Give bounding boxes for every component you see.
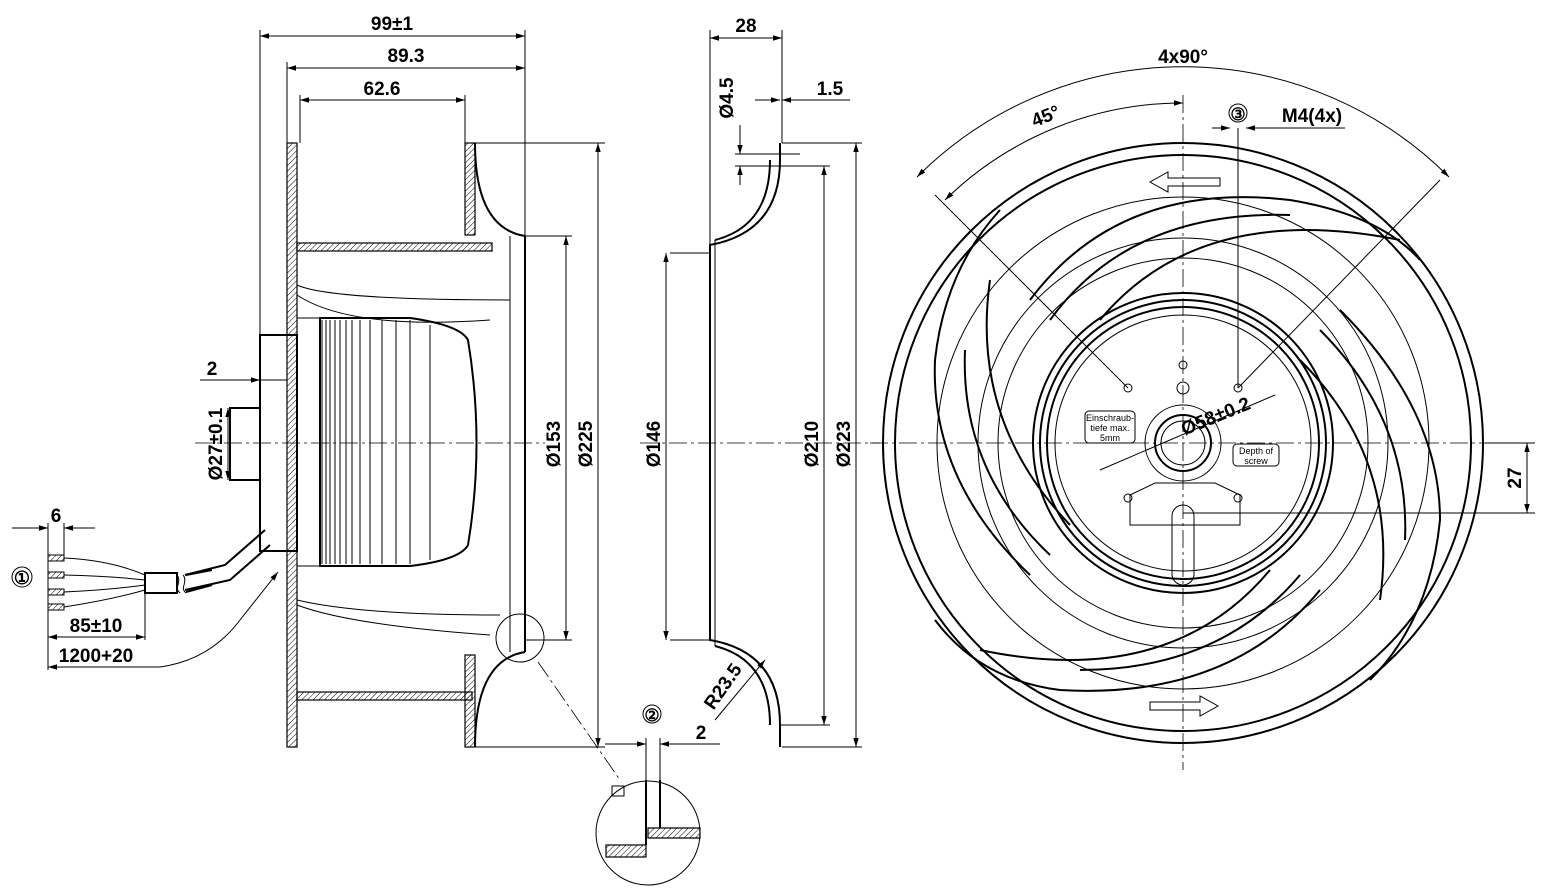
note-en-line2: screw [1244, 456, 1268, 466]
detail-marker: ② [644, 706, 659, 725]
strip-length-label: 6 [51, 506, 62, 527]
hole-diameter-label: Ø4.5 [717, 77, 738, 119]
front-marker: ③ [1230, 105, 1245, 124]
note-de-line1: Einschraub- [1086, 413, 1134, 423]
cable: ① 6 85±10 1200+20 [11, 506, 279, 670]
side-dimensions: 99±1 89.3 62.6 2 Ø27±0.1 Ø153 Ø225 [200, 14, 605, 748]
overall-depth-label: 99±1 [371, 14, 414, 35]
cable-marker: ① [14, 568, 30, 588]
angle-pitch-label: 4x90° [1158, 47, 1208, 68]
sleeve-length-label: 85±10 [70, 616, 123, 637]
impeller-outer-diameter-label: Ø225 [576, 420, 597, 467]
ring-depth-label: 28 [735, 16, 756, 37]
hub-diameter-label: Ø27±0.1 [206, 407, 227, 480]
rotor-depth-label: 89.3 [388, 46, 425, 67]
note-en-line1: Depth of [1239, 446, 1274, 456]
offset-label: 27 [1505, 467, 1526, 488]
cable-length-label: 1200+20 [59, 646, 134, 667]
detail-gap-label: 2 [696, 723, 707, 744]
front-view: Einschraub- tiefe max. 5mm Depth of scre… [870, 47, 1535, 770]
hub-offset-label: 2 [207, 359, 218, 380]
detail-view: ② 2 [537, 661, 720, 886]
flange-outer-diameter-label: Ø223 [834, 421, 855, 467]
note-de-line2: tiefe max. [1090, 423, 1129, 433]
ring-radius-label: R23.5 [700, 660, 747, 714]
marker-1-icon [11, 566, 33, 588]
inlet-ring-view: 28 1.5 Ø4.5 Ø146 Ø210 Ø223 R23.5 [640, 16, 880, 748]
flange-inner-diameter-label: Ø210 [802, 421, 823, 467]
motor-depth-label: 62.6 [364, 79, 401, 100]
marker-2-icon [642, 704, 662, 724]
angle-offset-label: 45° [1029, 102, 1064, 132]
impeller-inner-diameter-label: Ø153 [544, 421, 565, 467]
marker-3-icon [1228, 103, 1248, 123]
ring-inner-diameter-label: Ø146 [644, 421, 665, 467]
wall-thickness-label: 1.5 [817, 79, 844, 100]
thread-label: M4(4x) [1282, 106, 1342, 127]
side-view [184, 142, 545, 748]
bolt-circle-label: Ø58±0.2 [1178, 394, 1253, 441]
note-de-line3: 5mm [1100, 433, 1120, 443]
